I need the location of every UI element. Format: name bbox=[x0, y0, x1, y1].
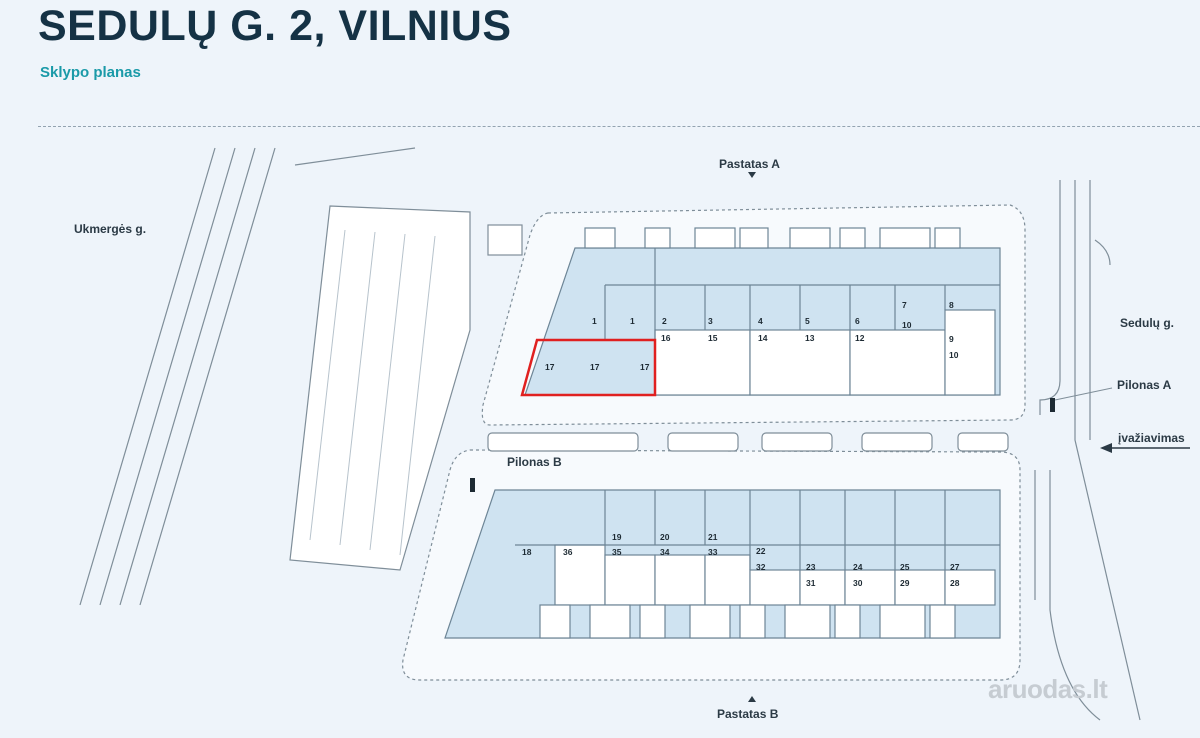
unit-label: 21 bbox=[708, 532, 718, 542]
unit-label: 10 bbox=[949, 350, 959, 360]
unit-label: 17 bbox=[590, 362, 600, 372]
unit-label: 31 bbox=[806, 578, 816, 588]
unit-label: 24 bbox=[853, 562, 863, 572]
pilonas-b-marker bbox=[470, 478, 475, 492]
unit-label: 7 bbox=[902, 300, 907, 310]
unit-label: 33 bbox=[708, 547, 718, 557]
watermark: aruodas.lt bbox=[988, 674, 1108, 704]
parking-lot-left bbox=[289, 205, 523, 571]
unit-label: 2 bbox=[662, 316, 667, 326]
unit-label: 4 bbox=[758, 316, 763, 326]
unit-label: 32 bbox=[756, 562, 766, 572]
unit-label: 3 bbox=[708, 316, 713, 326]
label-sedulu: Sedulų g. bbox=[1120, 316, 1174, 330]
unit-label: 27 bbox=[950, 562, 960, 572]
unit-label: 28 bbox=[950, 578, 960, 588]
pilonas-a-marker bbox=[1050, 398, 1055, 412]
sedulu-road bbox=[1034, 180, 1141, 721]
label-pilonas-a: Pilonas A bbox=[1117, 378, 1172, 392]
label-pastatas-b: Pastatas B bbox=[717, 707, 779, 721]
unit-label: 18 bbox=[522, 547, 532, 557]
building-a bbox=[520, 227, 1001, 397]
page-subtitle: Sklypo planas bbox=[40, 64, 141, 81]
parking-islands bbox=[487, 432, 1009, 452]
unit-label: 15 bbox=[708, 333, 718, 343]
header-divider bbox=[38, 126, 1200, 127]
pastatas-b-triangle bbox=[748, 696, 756, 702]
page-title: SEDULŲ G. 2, VILNIUS bbox=[38, 2, 512, 50]
ukmerges-road-lines bbox=[79, 147, 416, 606]
unit-label: 34 bbox=[660, 547, 670, 557]
unit-label: 25 bbox=[900, 562, 910, 572]
unit-label: 13 bbox=[805, 333, 815, 343]
highlighted-unit-17 bbox=[520, 338, 657, 397]
unit-label: 16 bbox=[661, 333, 671, 343]
pilonas-a-line bbox=[1054, 387, 1113, 401]
unit-label: 12 bbox=[855, 333, 865, 343]
label-ivaziavimas: įvažiavimas bbox=[1118, 431, 1185, 445]
unit-label: 14 bbox=[758, 333, 768, 343]
unit-label: 22 bbox=[756, 546, 766, 556]
unit-label: 19 bbox=[612, 532, 622, 542]
label-pilonas-b: Pilonas B bbox=[507, 455, 562, 469]
unit-label: 17 bbox=[545, 362, 555, 372]
label-pastatas-a: Pastatas A bbox=[719, 157, 780, 171]
unit-label: 17 bbox=[640, 362, 650, 372]
unit-label: 10 bbox=[902, 320, 912, 330]
unit-label: 29 bbox=[900, 578, 910, 588]
unit-label: 9 bbox=[949, 334, 954, 344]
unit-label: 35 bbox=[612, 547, 622, 557]
unit-label: 23 bbox=[806, 562, 816, 572]
unit-label: 5 bbox=[805, 316, 810, 326]
unit-label: 30 bbox=[853, 578, 863, 588]
entrance-arrow bbox=[1100, 443, 1190, 453]
pastatas-a-triangle bbox=[748, 172, 756, 178]
label-ukmerges: Ukmergės g. bbox=[74, 222, 147, 236]
building-b bbox=[444, 489, 1001, 639]
unit-label: 6 bbox=[855, 316, 860, 326]
unit-label: 36 bbox=[563, 547, 573, 557]
unit-label: 8 bbox=[949, 300, 954, 310]
unit-label: 1 bbox=[630, 316, 635, 326]
unit-label: 1 bbox=[592, 316, 597, 326]
unit-label: 20 bbox=[660, 532, 670, 542]
